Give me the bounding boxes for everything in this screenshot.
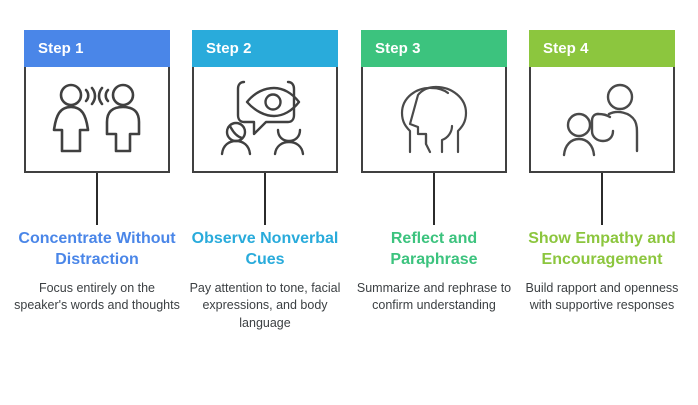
two-overlapping-heads-icon — [386, 82, 482, 156]
step-connector-1 — [96, 173, 98, 225]
step-title-4: Show Empathy and Encouragement — [528, 230, 676, 269]
step-description-2: Pay attention to tone, facial expression… — [189, 280, 341, 331]
step-icon-box-1 — [24, 67, 170, 173]
step-icon-box-4 — [529, 67, 675, 173]
step-header-label-4: Step 4 — [543, 40, 589, 57]
step-title-1: Concentrate Without Distraction — [18, 230, 176, 269]
step-header-label-3: Step 3 — [375, 40, 421, 57]
step-header-2: Step 2 — [192, 30, 338, 67]
step-column-1: Step 1 Concen — [14, 0, 180, 405]
step-description-3: Summarize and rephrase to confirm unders… — [356, 280, 512, 313]
step-text-2: Observe Nonverbal Cues Pay attention to … — [180, 228, 350, 333]
step-header-1: Step 1 — [24, 30, 170, 67]
step-text-1: Concentrate Without Distraction Focus en… — [12, 228, 182, 315]
step-icon-box-2 — [192, 67, 338, 173]
step-header-3: Step 3 — [361, 30, 507, 67]
step-text-4: Show Empathy and Encouragement Build rap… — [517, 228, 687, 315]
step-title-2: Observe Nonverbal Cues — [191, 230, 339, 269]
two-people-talking-icon — [45, 82, 149, 156]
eye-in-speech-bubble-icon — [214, 80, 316, 158]
step-header-label-1: Step 1 — [38, 40, 84, 57]
step-description-4: Build rapport and openness with supporti… — [525, 280, 679, 313]
step-description-1: Focus entirely on the speaker's words an… — [14, 280, 180, 313]
step-connector-4 — [601, 173, 603, 225]
step-connector-2 — [264, 173, 266, 225]
step-column-4: Step 4 Show E — [526, 0, 678, 405]
step-header-label-2: Step 2 — [206, 40, 252, 57]
step-connector-3 — [433, 173, 435, 225]
step-text-3: Reflect and Paraphrase Summarize and rep… — [349, 228, 519, 315]
step-title-3: Reflect and Paraphrase — [390, 230, 478, 269]
step-column-2: Step 2 — [190, 0, 340, 405]
step-icon-box-3 — [361, 67, 507, 173]
step-header-4: Step 4 — [529, 30, 675, 67]
step-column-3: Step 3 Reflect and Paraphrase Summarize — [357, 0, 511, 405]
person-supporting-person-icon — [552, 81, 652, 157]
